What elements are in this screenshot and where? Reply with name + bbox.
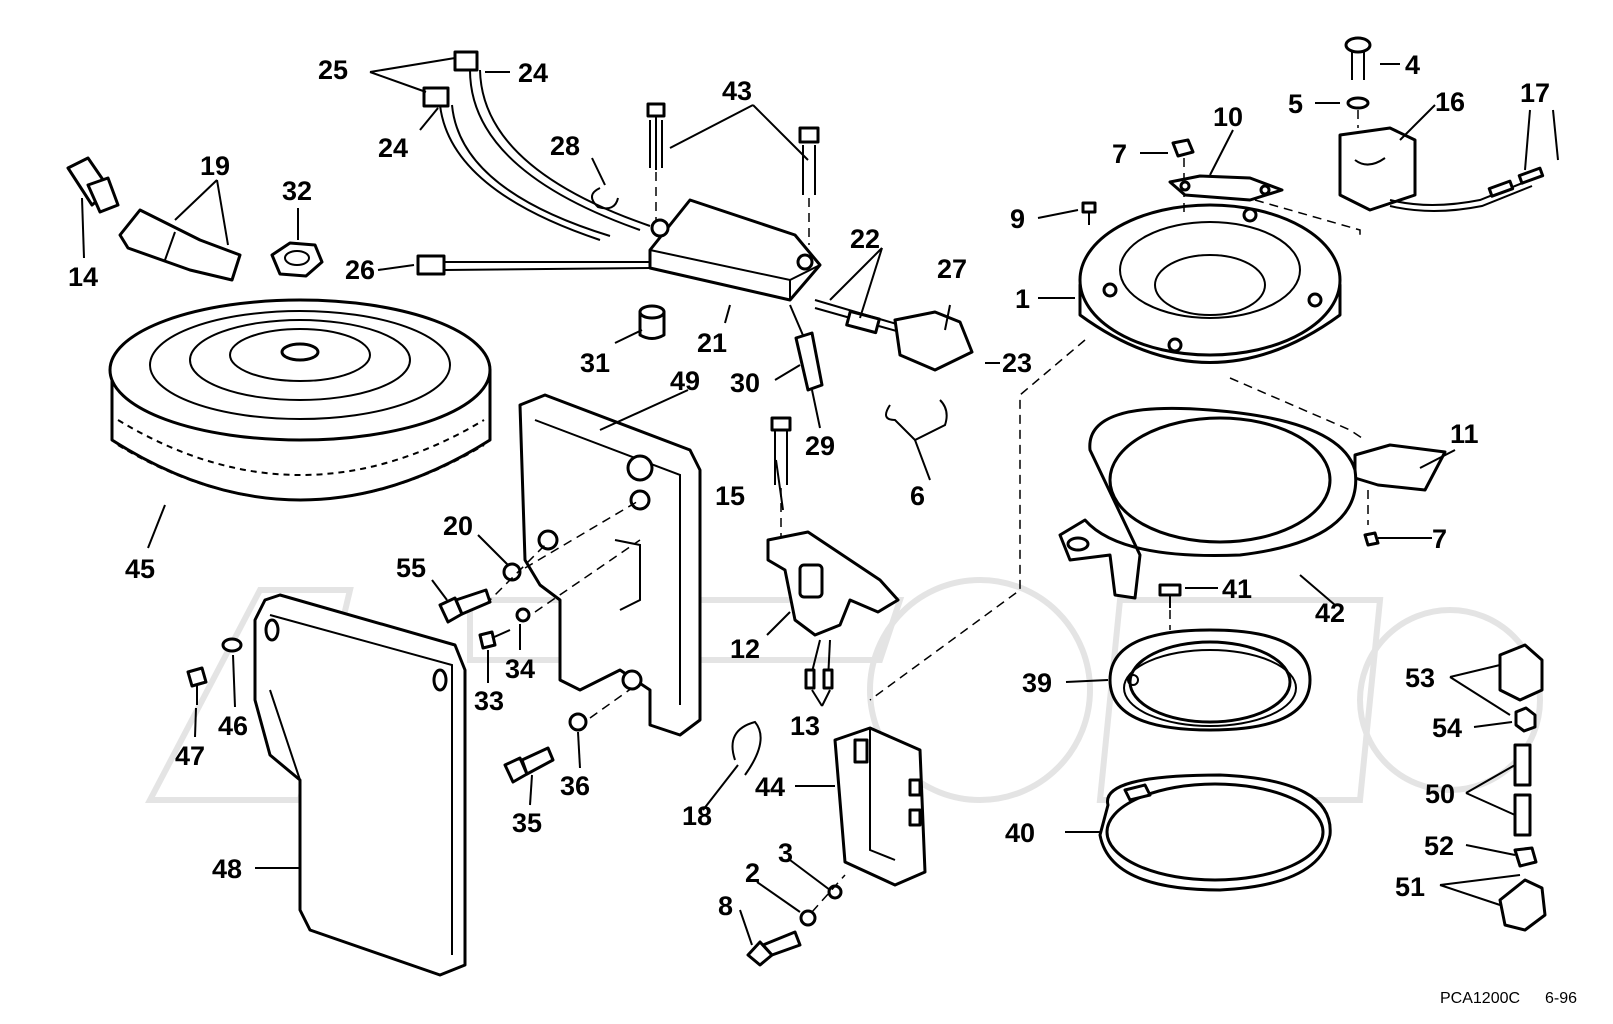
rectifier[interactable] bbox=[833, 726, 927, 887]
lock-washers[interactable] bbox=[502, 562, 588, 732]
callout-49: 49 bbox=[670, 366, 700, 396]
callout-labels: 1 2 3 4 5 6 7 7 8 9 10 11 12 13 14 15 16… bbox=[68, 50, 1550, 921]
spring-ring[interactable] bbox=[1098, 773, 1332, 892]
callout-18: 18 bbox=[682, 801, 712, 831]
callout-19: 19 bbox=[200, 151, 230, 181]
timer-base-sensor[interactable] bbox=[1338, 36, 1417, 212]
flywheel[interactable] bbox=[108, 298, 492, 502]
callout-54: 54 bbox=[1432, 713, 1462, 743]
drawing-code: PCA1200C bbox=[1440, 990, 1520, 1007]
assembly-guides bbox=[869, 199, 1369, 701]
bracket-screws[interactable] bbox=[438, 588, 555, 784]
callout-27: 27 bbox=[937, 254, 967, 284]
callout-24b: 24 bbox=[378, 133, 408, 163]
callout-40: 40 bbox=[1005, 818, 1035, 848]
callout-52: 52 bbox=[1424, 831, 1454, 861]
callout-23: 23 bbox=[1002, 348, 1032, 378]
callout-33: 33 bbox=[474, 686, 504, 716]
callout-10: 10 bbox=[1213, 102, 1243, 132]
callout-44: 44 bbox=[755, 772, 785, 802]
power-pack[interactable] bbox=[648, 198, 822, 302]
callout-16: 16 bbox=[1435, 87, 1465, 117]
callout-6: 6 bbox=[910, 481, 925, 511]
spark-plug-boot[interactable] bbox=[66, 156, 242, 282]
cover-screw[interactable] bbox=[186, 637, 243, 705]
callout-7a: 7 bbox=[1112, 139, 1127, 169]
retaining-clip[interactable] bbox=[885, 399, 948, 442]
spark-plug-cover[interactable] bbox=[1498, 643, 1544, 702]
rectifier-screw[interactable] bbox=[746, 874, 846, 967]
ring-screw[interactable] bbox=[1158, 583, 1182, 608]
flywheel-nut[interactable] bbox=[270, 241, 324, 278]
ignition-coil[interactable] bbox=[766, 530, 900, 690]
pack-wire-harness bbox=[416, 50, 651, 276]
plate-screw-9[interactable] bbox=[1081, 201, 1097, 225]
callout-17: 17 bbox=[1520, 78, 1550, 108]
callout-50: 50 bbox=[1425, 779, 1455, 809]
callout-39: 39 bbox=[1022, 668, 1052, 698]
retainer-ring[interactable] bbox=[1058, 406, 1358, 600]
callout-42: 42 bbox=[1315, 598, 1345, 628]
watermark-logo bbox=[145, 577, 1543, 803]
callout-24a: 24 bbox=[518, 58, 548, 88]
terminal-nut[interactable] bbox=[1514, 706, 1537, 733]
callout-35: 35 bbox=[512, 808, 542, 838]
callout-47: 47 bbox=[175, 741, 205, 771]
callout-51: 51 bbox=[1395, 872, 1425, 902]
wire-clip-18[interactable] bbox=[731, 720, 762, 776]
spacer[interactable] bbox=[638, 304, 666, 340]
callout-28: 28 bbox=[550, 131, 580, 161]
callout-20: 20 bbox=[443, 511, 473, 541]
callout-9: 9 bbox=[1010, 204, 1025, 234]
lead-sleeves[interactable] bbox=[1513, 743, 1532, 837]
callout-34: 34 bbox=[505, 654, 535, 684]
callout-29: 29 bbox=[805, 431, 835, 461]
callout-22: 22 bbox=[850, 224, 880, 254]
callout-36: 36 bbox=[560, 771, 590, 801]
callout-15: 15 bbox=[715, 481, 745, 511]
callout-11: 11 bbox=[1450, 419, 1479, 449]
bracket-guides bbox=[484, 499, 641, 719]
callout-45: 45 bbox=[125, 554, 155, 584]
coil-bracket[interactable] bbox=[518, 393, 702, 737]
callout-55: 55 bbox=[396, 553, 426, 583]
callout-4: 4 bbox=[1405, 50, 1420, 80]
callout-12: 12 bbox=[730, 634, 760, 664]
callout-21: 21 bbox=[697, 328, 727, 358]
ground-lead[interactable] bbox=[789, 304, 824, 392]
stator-connector[interactable] bbox=[814, 299, 974, 372]
callout-7b: 7 bbox=[1432, 524, 1447, 554]
callout-32: 32 bbox=[282, 176, 312, 206]
callout-2: 2 bbox=[745, 858, 760, 888]
leader-lines bbox=[81, 57, 1559, 946]
callout-25: 25 bbox=[318, 55, 348, 85]
mounting-ring[interactable] bbox=[1108, 628, 1312, 732]
date-code: 6-96 bbox=[1545, 990, 1577, 1007]
retainer-bracket[interactable] bbox=[1168, 138, 1284, 215]
callout-14: 14 bbox=[68, 262, 98, 292]
callout-3: 3 bbox=[778, 838, 793, 868]
coil-cover[interactable] bbox=[253, 593, 467, 977]
callout-1: 1 bbox=[1015, 284, 1030, 314]
callout-5: 5 bbox=[1288, 89, 1303, 119]
callout-48: 48 bbox=[212, 854, 242, 884]
callout-13: 13 bbox=[790, 711, 820, 741]
callout-46: 46 bbox=[218, 711, 248, 741]
wire-clip-28[interactable] bbox=[591, 187, 619, 210]
coil-screw[interactable] bbox=[770, 416, 792, 540]
callout-43: 43 bbox=[722, 76, 752, 106]
callout-8: 8 bbox=[718, 891, 733, 921]
terminal-spring[interactable] bbox=[1513, 846, 1538, 868]
callout-53: 53 bbox=[1405, 663, 1435, 693]
sensor-leads bbox=[1389, 166, 1545, 212]
terminal-cap[interactable] bbox=[1498, 878, 1547, 932]
callout-26: 26 bbox=[345, 255, 375, 285]
pack-mounting-screws[interactable] bbox=[646, 102, 820, 245]
callout-30: 30 bbox=[730, 368, 760, 398]
callout-31: 31 bbox=[580, 348, 610, 378]
callout-41: 41 bbox=[1222, 574, 1252, 604]
armature-plate[interactable] bbox=[1078, 203, 1342, 364]
